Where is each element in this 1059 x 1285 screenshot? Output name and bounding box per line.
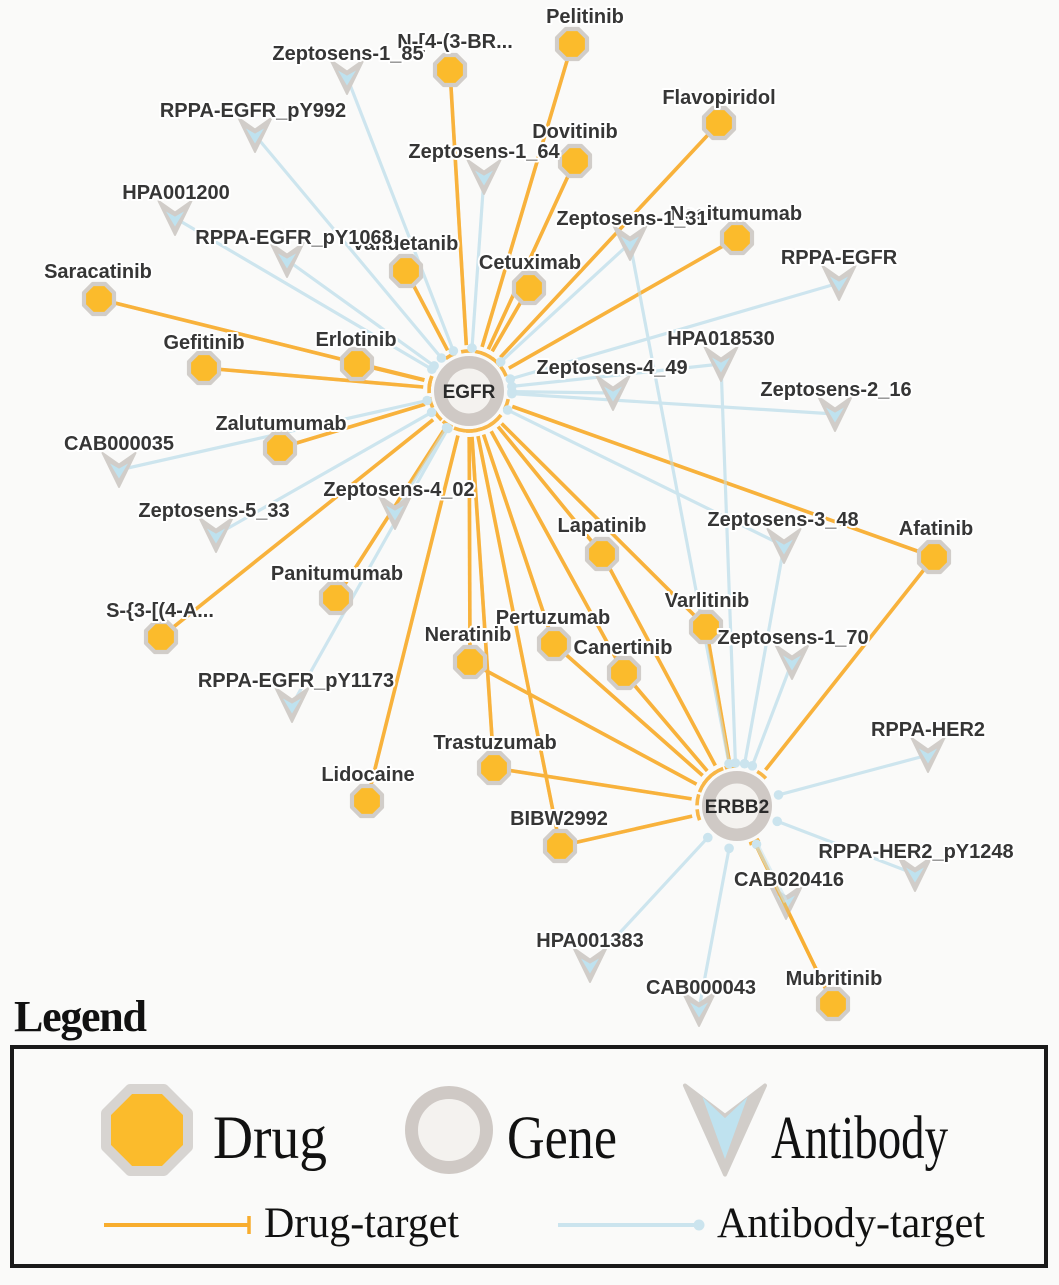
svg-text:Antibody: Antibody <box>771 1105 948 1172</box>
svg-text:Antibody-target: Antibody-target <box>717 1200 985 1247</box>
svg-text:Saracatinib: Saracatinib <box>44 261 152 283</box>
svg-text:CAB020416: CAB020416 <box>734 869 844 891</box>
svg-text:RPPA-EGFR_pY1173: RPPA-EGFR_pY1173 <box>198 670 394 692</box>
svg-text:Gefitinib: Gefitinib <box>163 332 244 354</box>
svg-text:RPPA-HER2_pY1248: RPPA-HER2_pY1248 <box>818 841 1013 863</box>
svg-text:Drug: Drug <box>213 1105 327 1172</box>
svg-text:Pertuzumab: Pertuzumab <box>496 607 610 629</box>
svg-text:Pelitinib: Pelitinib <box>546 6 624 28</box>
svg-text:Panitumumab: Panitumumab <box>271 563 403 585</box>
svg-text:Canertinib: Canertinib <box>574 637 673 659</box>
svg-text:HPA001200: HPA001200 <box>122 182 229 204</box>
svg-text:RPPA-EGFR_pY1068: RPPA-EGFR_pY1068 <box>195 227 392 249</box>
svg-text:Erlotinib: Erlotinib <box>315 329 396 351</box>
svg-text:Varlitinib: Varlitinib <box>665 590 749 612</box>
svg-text:RPPA-HER2: RPPA-HER2 <box>871 719 985 741</box>
svg-text:Vandetanib: Vandetanib <box>352 233 459 255</box>
svg-text:Neratinib: Neratinib <box>425 624 512 646</box>
svg-text:HPA018530: HPA018530 <box>667 328 774 350</box>
svg-text:Drug-target: Drug-target <box>264 1200 459 1247</box>
svg-text:Necitumumab: Necitumumab <box>670 203 802 225</box>
svg-text:Zeptosens-3_48: Zeptosens-3_48 <box>707 509 858 531</box>
svg-text:Zeptosens-1_70: Zeptosens-1_70 <box>717 627 868 649</box>
svg-text:RPPA-EGFR_pY992: RPPA-EGFR_pY992 <box>160 100 346 122</box>
svg-text:Zeptosens-4_02: Zeptosens-4_02 <box>323 479 474 501</box>
svg-text:Zeptosens-1_85: Zeptosens-1_85 <box>272 43 423 65</box>
svg-text:Zeptosens-5_33: Zeptosens-5_33 <box>138 500 289 522</box>
svg-text:Trastuzumab: Trastuzumab <box>433 732 556 754</box>
svg-text:Afatinib: Afatinib <box>899 518 973 540</box>
svg-text:Dovitinib: Dovitinib <box>532 121 618 143</box>
svg-text:HPA001383: HPA001383 <box>536 930 643 952</box>
svg-text:EGFR: EGFR <box>443 382 496 403</box>
svg-text:Zalutumumab: Zalutumumab <box>215 413 346 435</box>
svg-text:Flavopiridol: Flavopiridol <box>662 87 775 109</box>
svg-text:ERBB2: ERBB2 <box>705 797 769 818</box>
svg-text:Zeptosens-4_49: Zeptosens-4_49 <box>536 357 687 379</box>
svg-text:BIBW2992: BIBW2992 <box>510 808 608 830</box>
svg-text:Zeptosens-1_64: Zeptosens-1_64 <box>408 141 560 163</box>
svg-text:Lapatinib: Lapatinib <box>558 515 647 537</box>
svg-text:Lidocaine: Lidocaine <box>321 764 414 786</box>
svg-text:Gene: Gene <box>507 1105 617 1172</box>
svg-text:Mubritinib: Mubritinib <box>786 968 883 990</box>
svg-text:S-{3-[(4-A...: S-{3-[(4-A... <box>106 600 214 622</box>
svg-text:Zeptosens-1_31: Zeptosens-1_31 <box>556 208 707 230</box>
svg-text:N-[4-(3-BR...: N-[4-(3-BR... <box>397 31 513 53</box>
svg-text:CAB000035: CAB000035 <box>64 433 174 455</box>
svg-text:RPPA-EGFR: RPPA-EGFR <box>781 247 898 269</box>
svg-text:Zeptosens-2_16: Zeptosens-2_16 <box>760 379 911 401</box>
svg-text:CAB000043: CAB000043 <box>646 977 756 999</box>
svg-text:Legend: Legend <box>14 992 147 1041</box>
svg-text:Cetuximab: Cetuximab <box>479 252 581 274</box>
